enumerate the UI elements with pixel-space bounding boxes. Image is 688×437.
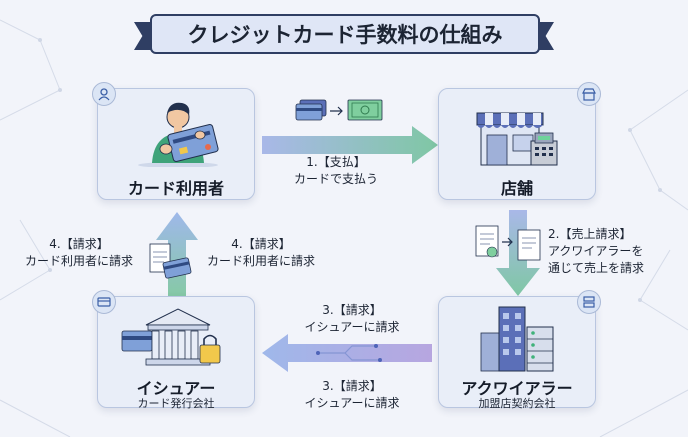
arrow-bill [262,334,432,372]
page-title: クレジットカード手数料の仕組み [150,14,540,54]
flow-pay-text: 1.【支払】 カードで支払う [286,154,386,188]
bill-with-card-icon [149,243,192,279]
flow-pay-line2: カードで支払う [293,172,378,186]
flow-charge-left-line2: カード利用者に請求 [24,254,133,268]
flow-bill-top-line2: イシュアーに請求 [304,320,400,334]
shop-badge-icon [577,82,601,106]
flow-pay-line1: 1.【支払】 [306,155,366,169]
flow-charge-right-line2: カード利用者に請求 [206,254,315,268]
node-issuer-label: イシュアー [136,379,216,398]
flow-sales-line3: 通じて売上を請求 [548,261,645,275]
flow-charge-left-text: 4.【請求】 カード利用者に請求 [14,236,144,270]
user-badge-icon [92,82,116,106]
node-issuer-sub: カード発行会社 [137,397,215,410]
person-with-card-icon [138,102,219,167]
flow-charge-right-line1: 4.【請求】 [231,237,291,251]
node-cardholder: カード利用者 [97,88,255,200]
node-acquirer-label: アクワイアラー [461,379,573,398]
flow-bill-bottom-text: 3.【請求】 イシュアーに請求 [284,378,420,412]
server-badge-icon [577,290,601,314]
card-to-cash-icon [295,99,383,121]
bank-icon [121,308,221,366]
flow-sales-line2: アクワイアラーを [548,244,644,258]
node-acquirer: アクワイアラー 加盟店契約会社 [438,296,596,410]
flow-charge-right-text: 4.【請求】 カード利用者に請求 [196,236,326,270]
arrow-pay [262,126,438,164]
office-building-icon [480,306,554,372]
flow-bill-top-text: 3.【請求】 イシュアーに請求 [284,302,420,336]
flow-charge-left-line1: 4.【請求】 [49,237,109,251]
node-cardholder-label: カード利用者 [127,179,224,198]
store-icon [476,112,558,166]
node-merchant-label: 店舗 [500,179,533,198]
flow-bill-bottom-line1: 3.【請求】 [322,379,382,393]
flow-sales-text: 2.【売上請求】 アクワイアラーを 通じて売上を請求 [548,226,686,277]
node-merchant: 店舗 [438,88,596,200]
arrow-charge [156,212,198,296]
node-acquirer-sub: 加盟店契約会社 [478,397,556,410]
node-issuer: イシュアー カード発行会社 [97,296,255,410]
flow-sales-line1: 2.【売上請求】 [548,227,632,241]
card-badge-icon [92,290,116,314]
flow-bill-top-line1: 3.【請求】 [322,303,382,317]
flow-bill-bottom-line2: イシュアーに請求 [304,396,400,410]
invoice-icon [475,225,541,261]
